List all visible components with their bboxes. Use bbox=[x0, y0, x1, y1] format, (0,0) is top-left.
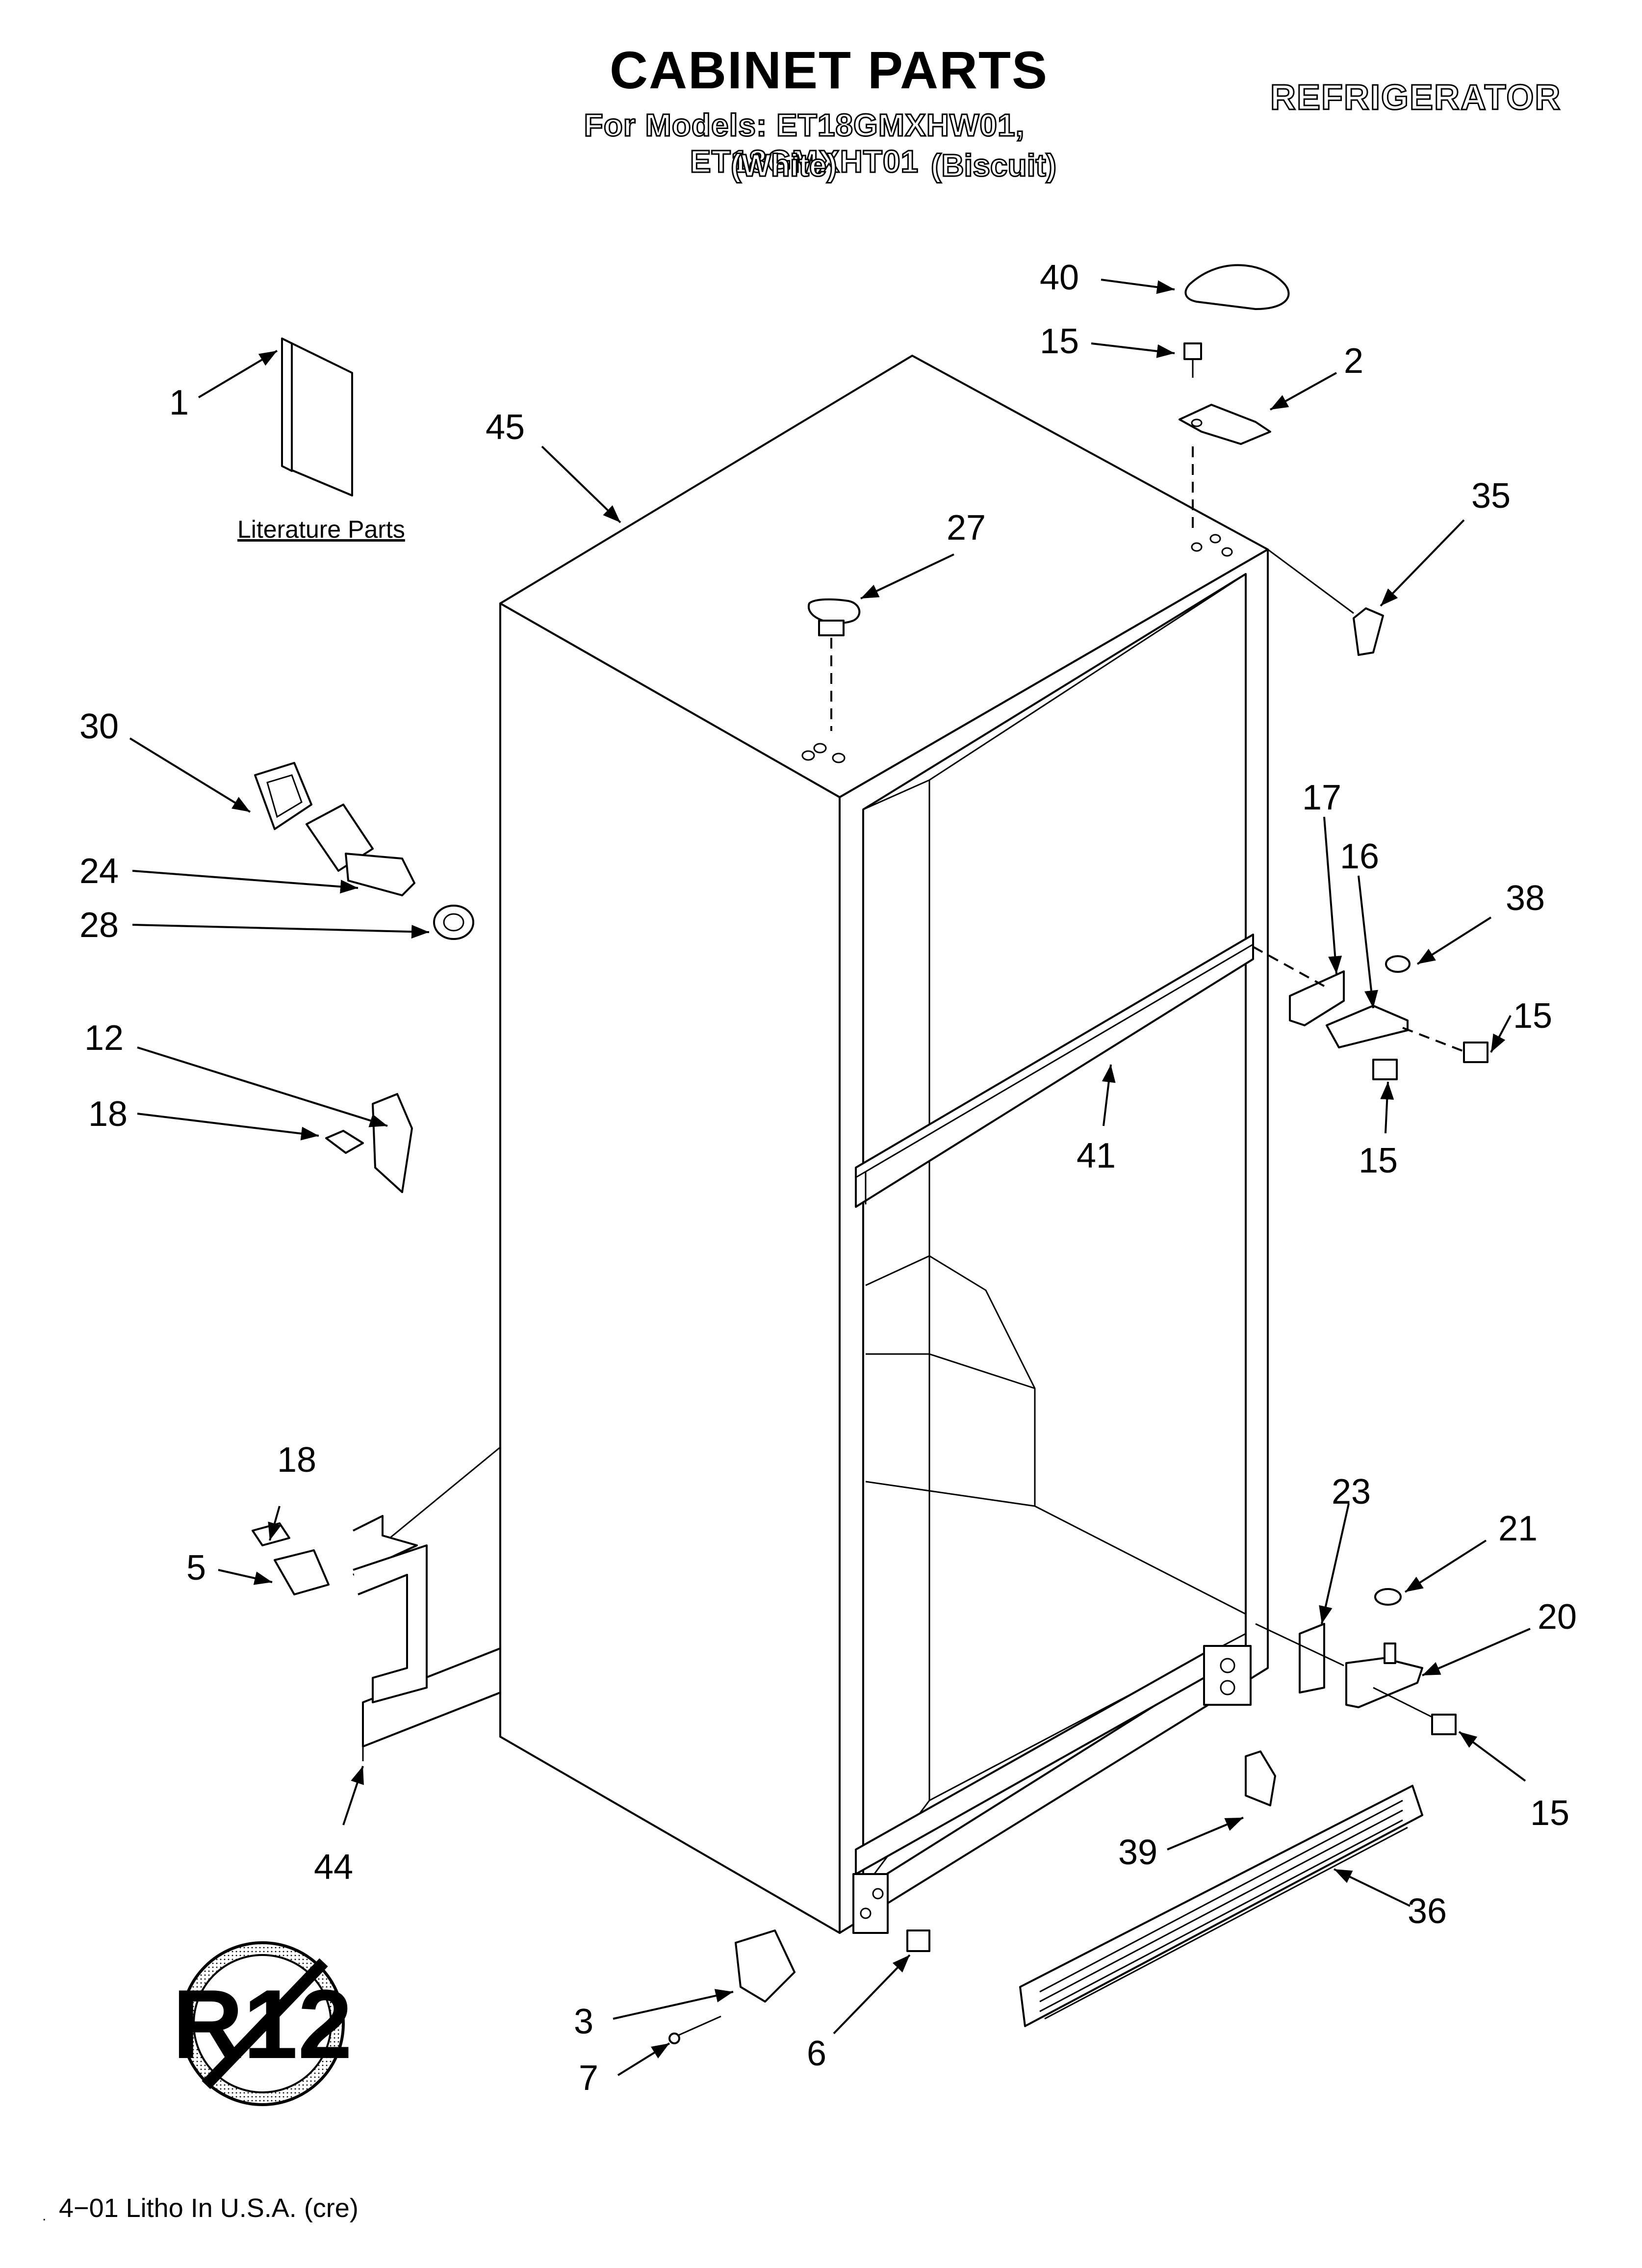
variant-biscuit: (Biscuit) bbox=[930, 147, 1057, 184]
cabinet-side-plate bbox=[353, 1446, 501, 1761]
callout-numbers: 1 45 40 15 2 27 35 30 24 28 12 18 17 16 … bbox=[79, 258, 1577, 2098]
trim-leader bbox=[1267, 548, 1354, 614]
callout-23: 23 bbox=[1332, 1472, 1371, 1512]
callout-38: 38 bbox=[1506, 879, 1545, 918]
cabinet-shell bbox=[499, 355, 1269, 1934]
callout-15-top: 15 bbox=[1040, 322, 1079, 361]
page-title: CABINET PARTS bbox=[609, 40, 1048, 100]
callout-15-mid-right: 15 bbox=[1513, 996, 1552, 1036]
drain-fitting-group bbox=[254, 762, 474, 940]
callout-24: 24 bbox=[79, 852, 119, 891]
hinge-trim-piece bbox=[1353, 607, 1384, 656]
grille-assembly bbox=[1019, 1750, 1423, 2027]
lower-clip-group bbox=[252, 1522, 330, 1595]
callout-12: 12 bbox=[84, 1018, 124, 1058]
callout-27: 27 bbox=[947, 508, 986, 547]
callout-15-mid: 15 bbox=[1359, 1141, 1398, 1180]
hinge-cover-cap bbox=[1184, 264, 1290, 310]
callout-1: 1 bbox=[169, 383, 189, 422]
callout-21: 21 bbox=[1498, 1509, 1538, 1548]
callout-18-lower: 18 bbox=[277, 1440, 316, 1480]
callout-6: 6 bbox=[807, 2034, 826, 2073]
literature-booklet bbox=[281, 338, 353, 496]
wire-clip-group bbox=[325, 1093, 413, 1193]
callout-36: 36 bbox=[1408, 1892, 1447, 1931]
r12-badge: R12 bbox=[173, 1941, 352, 2106]
callout-18-upper: 18 bbox=[88, 1095, 128, 1134]
bottom-rail bbox=[852, 1645, 1252, 1934]
literature-parts-label: Literature Parts bbox=[237, 516, 405, 543]
callout-2: 2 bbox=[1344, 341, 1363, 381]
callout-5: 5 bbox=[186, 1548, 206, 1588]
top-hinge-assembly bbox=[1179, 342, 1271, 530]
callout-7: 7 bbox=[579, 2059, 598, 2098]
callout-16: 16 bbox=[1340, 837, 1379, 876]
center-rail bbox=[855, 934, 1254, 1208]
appliance-category: REFRIGERATOR bbox=[1269, 78, 1562, 118]
callout-45: 45 bbox=[486, 408, 525, 447]
callout-3: 3 bbox=[574, 2002, 593, 2041]
callout-28: 28 bbox=[79, 906, 119, 945]
top-plug bbox=[807, 598, 861, 731]
callout-15-bottom: 15 bbox=[1530, 1794, 1569, 1833]
bottom-hinge-assembly bbox=[1255, 1588, 1457, 1735]
callout-40: 40 bbox=[1040, 258, 1079, 297]
footer-print-info: 4−01 Litho In U.S.A. (cre) bbox=[59, 2193, 359, 2223]
callout-17: 17 bbox=[1302, 778, 1341, 817]
door-stop-group bbox=[668, 1929, 930, 2044]
variant-white: (White) bbox=[730, 147, 838, 184]
callout-20: 20 bbox=[1538, 1597, 1577, 1637]
callout-35: 35 bbox=[1471, 476, 1511, 516]
footer-mark: . bbox=[42, 2208, 47, 2224]
callout-39: 39 bbox=[1118, 1833, 1157, 1872]
callout-44: 44 bbox=[314, 1848, 353, 1887]
callout-41: 41 bbox=[1077, 1136, 1116, 1175]
model-numbers: For Models: ET18GMXHW01, ET18GMXHT01 bbox=[583, 107, 1025, 180]
center-hinge-assembly bbox=[1253, 946, 1488, 1080]
callout-leaders bbox=[129, 279, 1531, 2076]
callout-30: 30 bbox=[79, 707, 119, 746]
